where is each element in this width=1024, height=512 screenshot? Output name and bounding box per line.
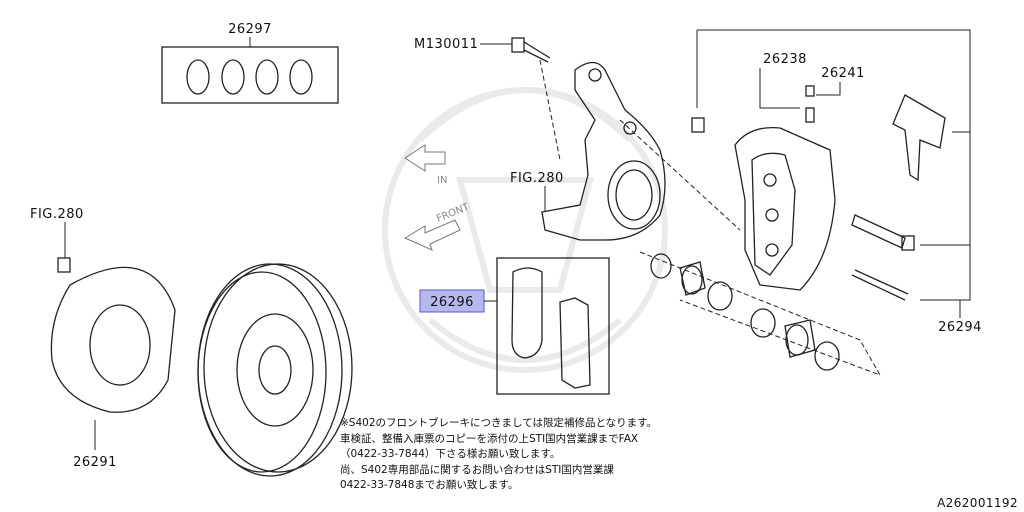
label-knuckle-ref[interactable]: FIG.280 <box>510 171 564 186</box>
note-line-3: （0422-33-7844）下さる様お願い致します。 <box>340 448 561 461</box>
diagram-ref: A262001192 <box>937 496 1018 510</box>
seal-ring-3 <box>255 59 279 95</box>
label-bolt[interactable]: M130011 <box>414 37 478 52</box>
brake-rotor <box>197 263 353 477</box>
seal-ring-4 <box>289 59 313 95</box>
note-line-2: 車検証、整備入庫票のコピーを添付の上STI国内営業課までFAX <box>340 432 639 445</box>
direction-in-arrow <box>404 144 446 172</box>
pistons-and-seals <box>650 253 840 371</box>
seal-kit-group <box>161 37 339 104</box>
note-line-1: ※S402のフロントブレーキにつきましては限定補修品となります。 <box>340 417 658 429</box>
label-caliper-body[interactable]: 26238 <box>763 52 807 67</box>
watermark-emblem <box>382 87 668 373</box>
steering-knuckle <box>541 61 666 241</box>
note-line-5: 0422-33-7848までお願い致します。 <box>340 479 519 492</box>
direction-in-label: IN <box>437 175 447 186</box>
label-seal-kit[interactable]: 26297 <box>228 22 272 37</box>
label-back-plate[interactable]: 26291 <box>73 455 117 470</box>
back-plate <box>50 266 176 413</box>
direction-front-arrow <box>403 219 461 251</box>
shield-bolt-part <box>57 257 71 273</box>
caliper-body <box>734 126 836 291</box>
seal-ring-1 <box>186 59 210 95</box>
pad-clip <box>892 94 946 182</box>
label-bleeder[interactable]: 26241 <box>821 66 865 81</box>
label-caliper-assembly[interactable]: 26294 <box>938 320 982 335</box>
bolt-part <box>511 37 551 63</box>
label-shield-ref[interactable]: FIG.280 <box>30 207 84 222</box>
note-line-4: 尚、S402専用部品に関するお問い合わせはSTI国内営業課 <box>340 463 614 476</box>
label-pad[interactable]: 26296 <box>430 295 474 310</box>
guide-pins <box>851 214 915 301</box>
direction-front-label: FRONT <box>435 201 472 224</box>
service-note: ※S402のフロントブレーキにつきましては限定補修品となります。 車検証、整備入… <box>340 416 760 494</box>
seal-ring-2 <box>221 59 245 95</box>
caliper-bolt-part <box>691 117 705 133</box>
brake-pad-part <box>511 267 591 389</box>
bleeder-screw <box>805 85 815 123</box>
